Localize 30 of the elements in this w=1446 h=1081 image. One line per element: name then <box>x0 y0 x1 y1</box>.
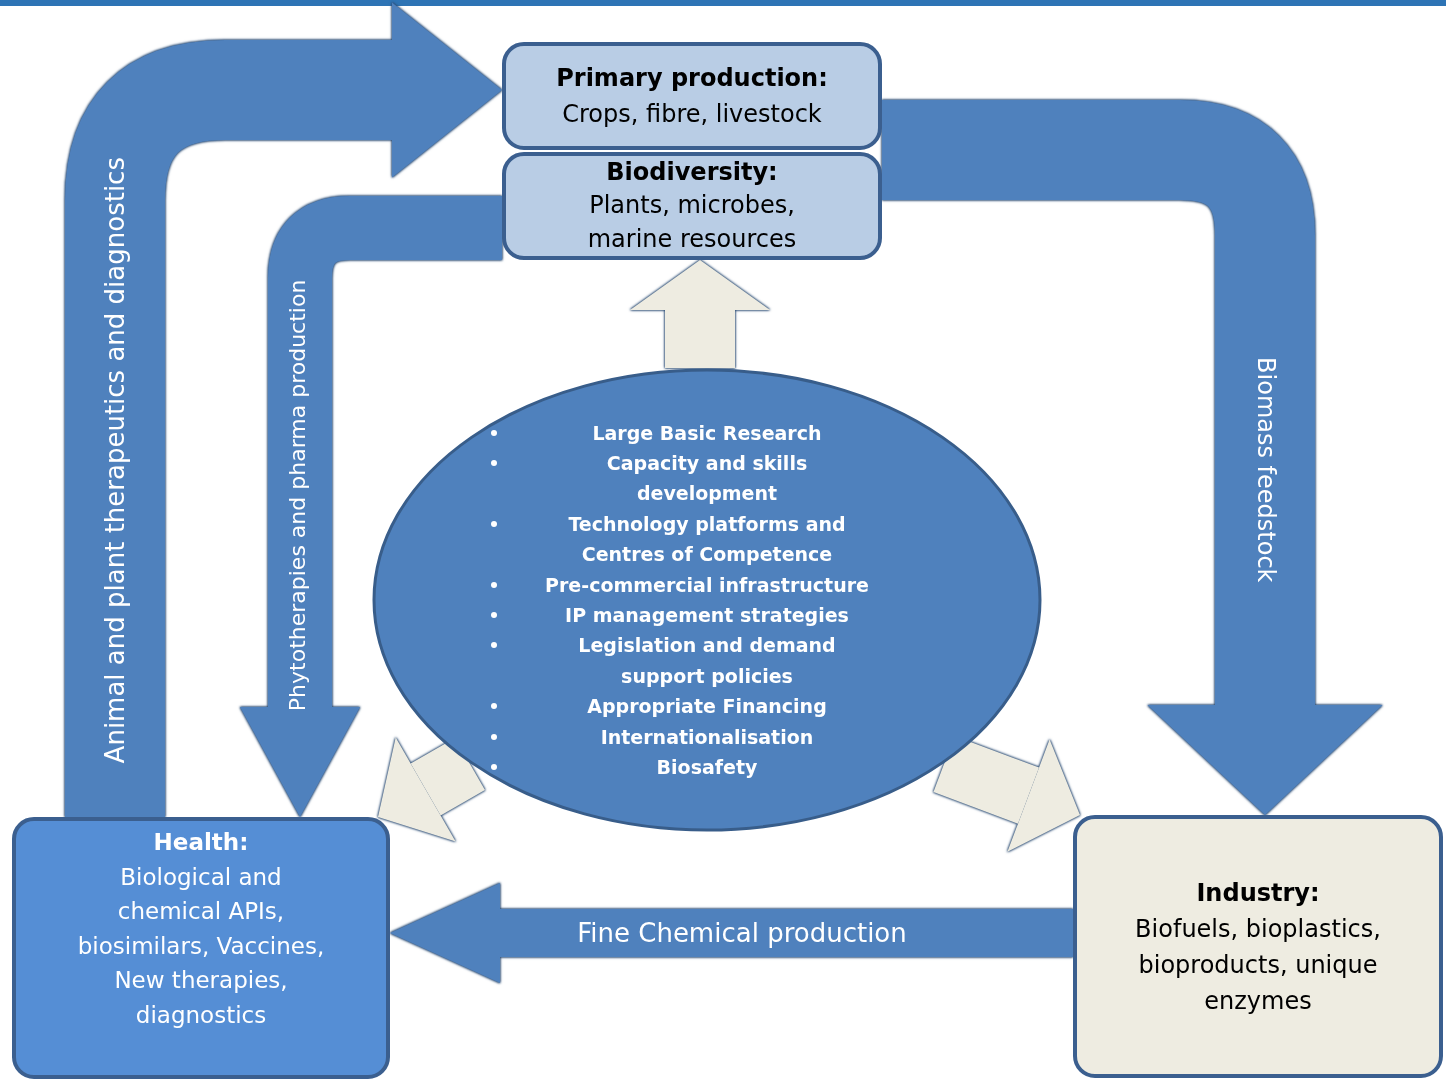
bullet-text: Large Basic Research <box>592 421 822 444</box>
block-arrow <box>378 737 485 842</box>
bullet-text: Internationalisation <box>600 725 814 748</box>
box-heading: Biodiversity: <box>606 156 778 188</box>
block-arrow <box>65 2 502 817</box>
box-text: Biological and chemical APIs, biosimilars, Vaccines, New therapies, diagnostics <box>76 862 326 1030</box>
edge-label: Fine Chemical production <box>576 916 908 950</box>
block-arrow <box>240 196 502 817</box>
edge-label: Biomass feedstock <box>1250 356 1281 585</box>
process-box <box>1073 815 1443 1078</box>
bullet-text: Appropriate Financing <box>587 695 827 718</box>
box-heading: Health: <box>153 828 249 857</box>
process-box <box>12 817 390 1079</box>
process-box <box>502 42 882 150</box>
box-heading: Industry: <box>1196 877 1320 909</box>
bullet-text: IP management strategies <box>565 604 849 626</box>
box-text: Crops, fibre, livestock <box>562 99 822 130</box>
box-heading: Primary production: <box>556 63 828 94</box>
box-text: Plants, microbes, marine resources <box>586 190 798 255</box>
bullet-text: Legislation and demand support policies <box>578 634 836 687</box>
bullet-text: Capacity and skills development <box>606 452 808 505</box>
edge-label: Animal and plant therapeutics and diagnostics <box>98 155 131 766</box>
bullet-text: Technology platforms and Centres of Competence <box>568 512 846 566</box>
process-box <box>502 152 882 260</box>
block-arrow <box>630 260 770 369</box>
bullet-text: Biosafety <box>656 755 758 778</box>
block-arrow <box>390 883 1073 983</box>
edge-label: Phytotherapies and pharma production <box>283 278 311 713</box>
bullet-text: Pre-commercial infrastructure <box>545 573 869 596</box>
box-text: Biofuels, bioplastics, bioproducts, unique enzymes <box>1134 913 1382 1017</box>
